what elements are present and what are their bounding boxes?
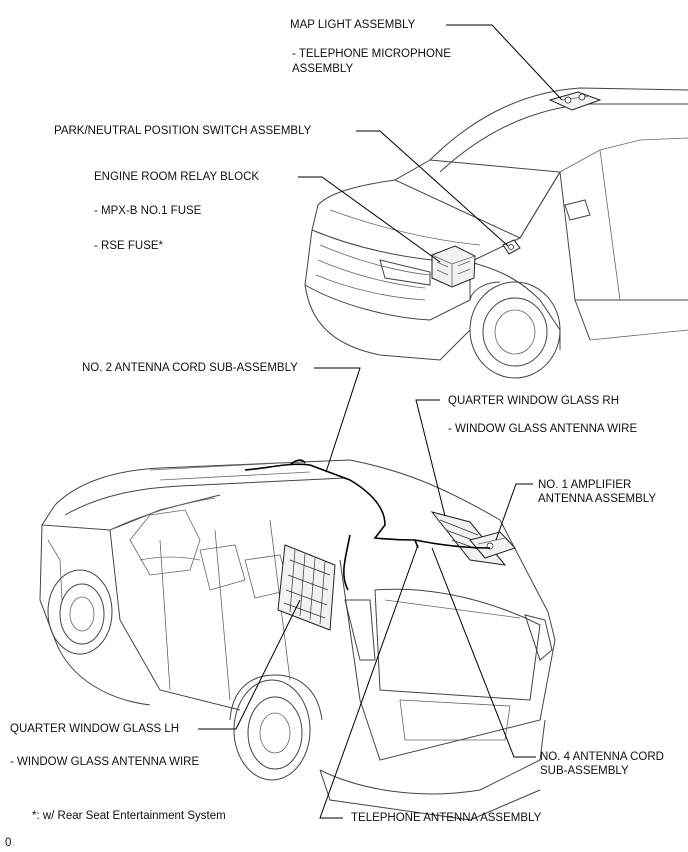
label-mpx-fuse: - MPX-B NO.1 FUSE (94, 205, 202, 217)
front-vehicle-outline (304, 87, 688, 379)
label-telephone-mic-1: - TELEPHONE MICROPHONE (292, 48, 451, 60)
label-lh-antenna-wire: - WINDOW GLASS ANTENNA WIRE (10, 756, 200, 768)
amplifier-antenna-part (469, 531, 516, 559)
park-neutral-switch-part (502, 239, 521, 255)
relay-block-part (431, 245, 476, 288)
top-leader-lines (298, 24, 563, 263)
quarter-window-lh-part (277, 544, 336, 631)
label-rh-antenna-wire: - WINDOW GLASS ANTENNA WIRE (448, 423, 638, 435)
label-telephone-mic-2: ASSEMBLY (292, 63, 354, 75)
label-amplifier-1: NO. 1 AMPLIFIER (538, 479, 632, 491)
rear-vehicle-outline (39, 459, 556, 821)
label-quarter-window-rh: QUARTER WINDOW GLASS RH (448, 395, 620, 407)
label-park-neutral: PARK/NEUTRAL POSITION SWITCH ASSEMBLY (54, 125, 312, 137)
footnote: *: w/ Rear Seat Entertainment System (32, 810, 226, 822)
map-light-part (548, 91, 602, 111)
label-rse-fuse: - RSE FUSE* (94, 240, 164, 252)
antenna-harness (244, 459, 491, 591)
label-amplifier-2: ANTENNA ASSEMBLY (538, 493, 657, 505)
label-antenna-cord-4-2: SUB-ASSEMBLY (540, 765, 629, 777)
label-antenna-cord-4-1: NO. 4 ANTENNA CORD (540, 751, 664, 763)
label-antenna-cord-2: NO. 2 ANTENNA CORD SUB-ASSEMBLY (82, 362, 298, 374)
label-engine-room-relay: ENGINE ROOM RELAY BLOCK (94, 171, 260, 183)
label-quarter-window-lh: QUARTER WINDOW GLASS LH (10, 723, 180, 735)
corner-mark: 0 (5, 837, 12, 849)
label-telephone-antenna: TELEPHONE ANTENNA ASSEMBLY (351, 812, 542, 824)
label-map-light: MAP LIGHT ASSEMBLY (290, 19, 416, 31)
bottom-leader-lines (198, 367, 536, 819)
